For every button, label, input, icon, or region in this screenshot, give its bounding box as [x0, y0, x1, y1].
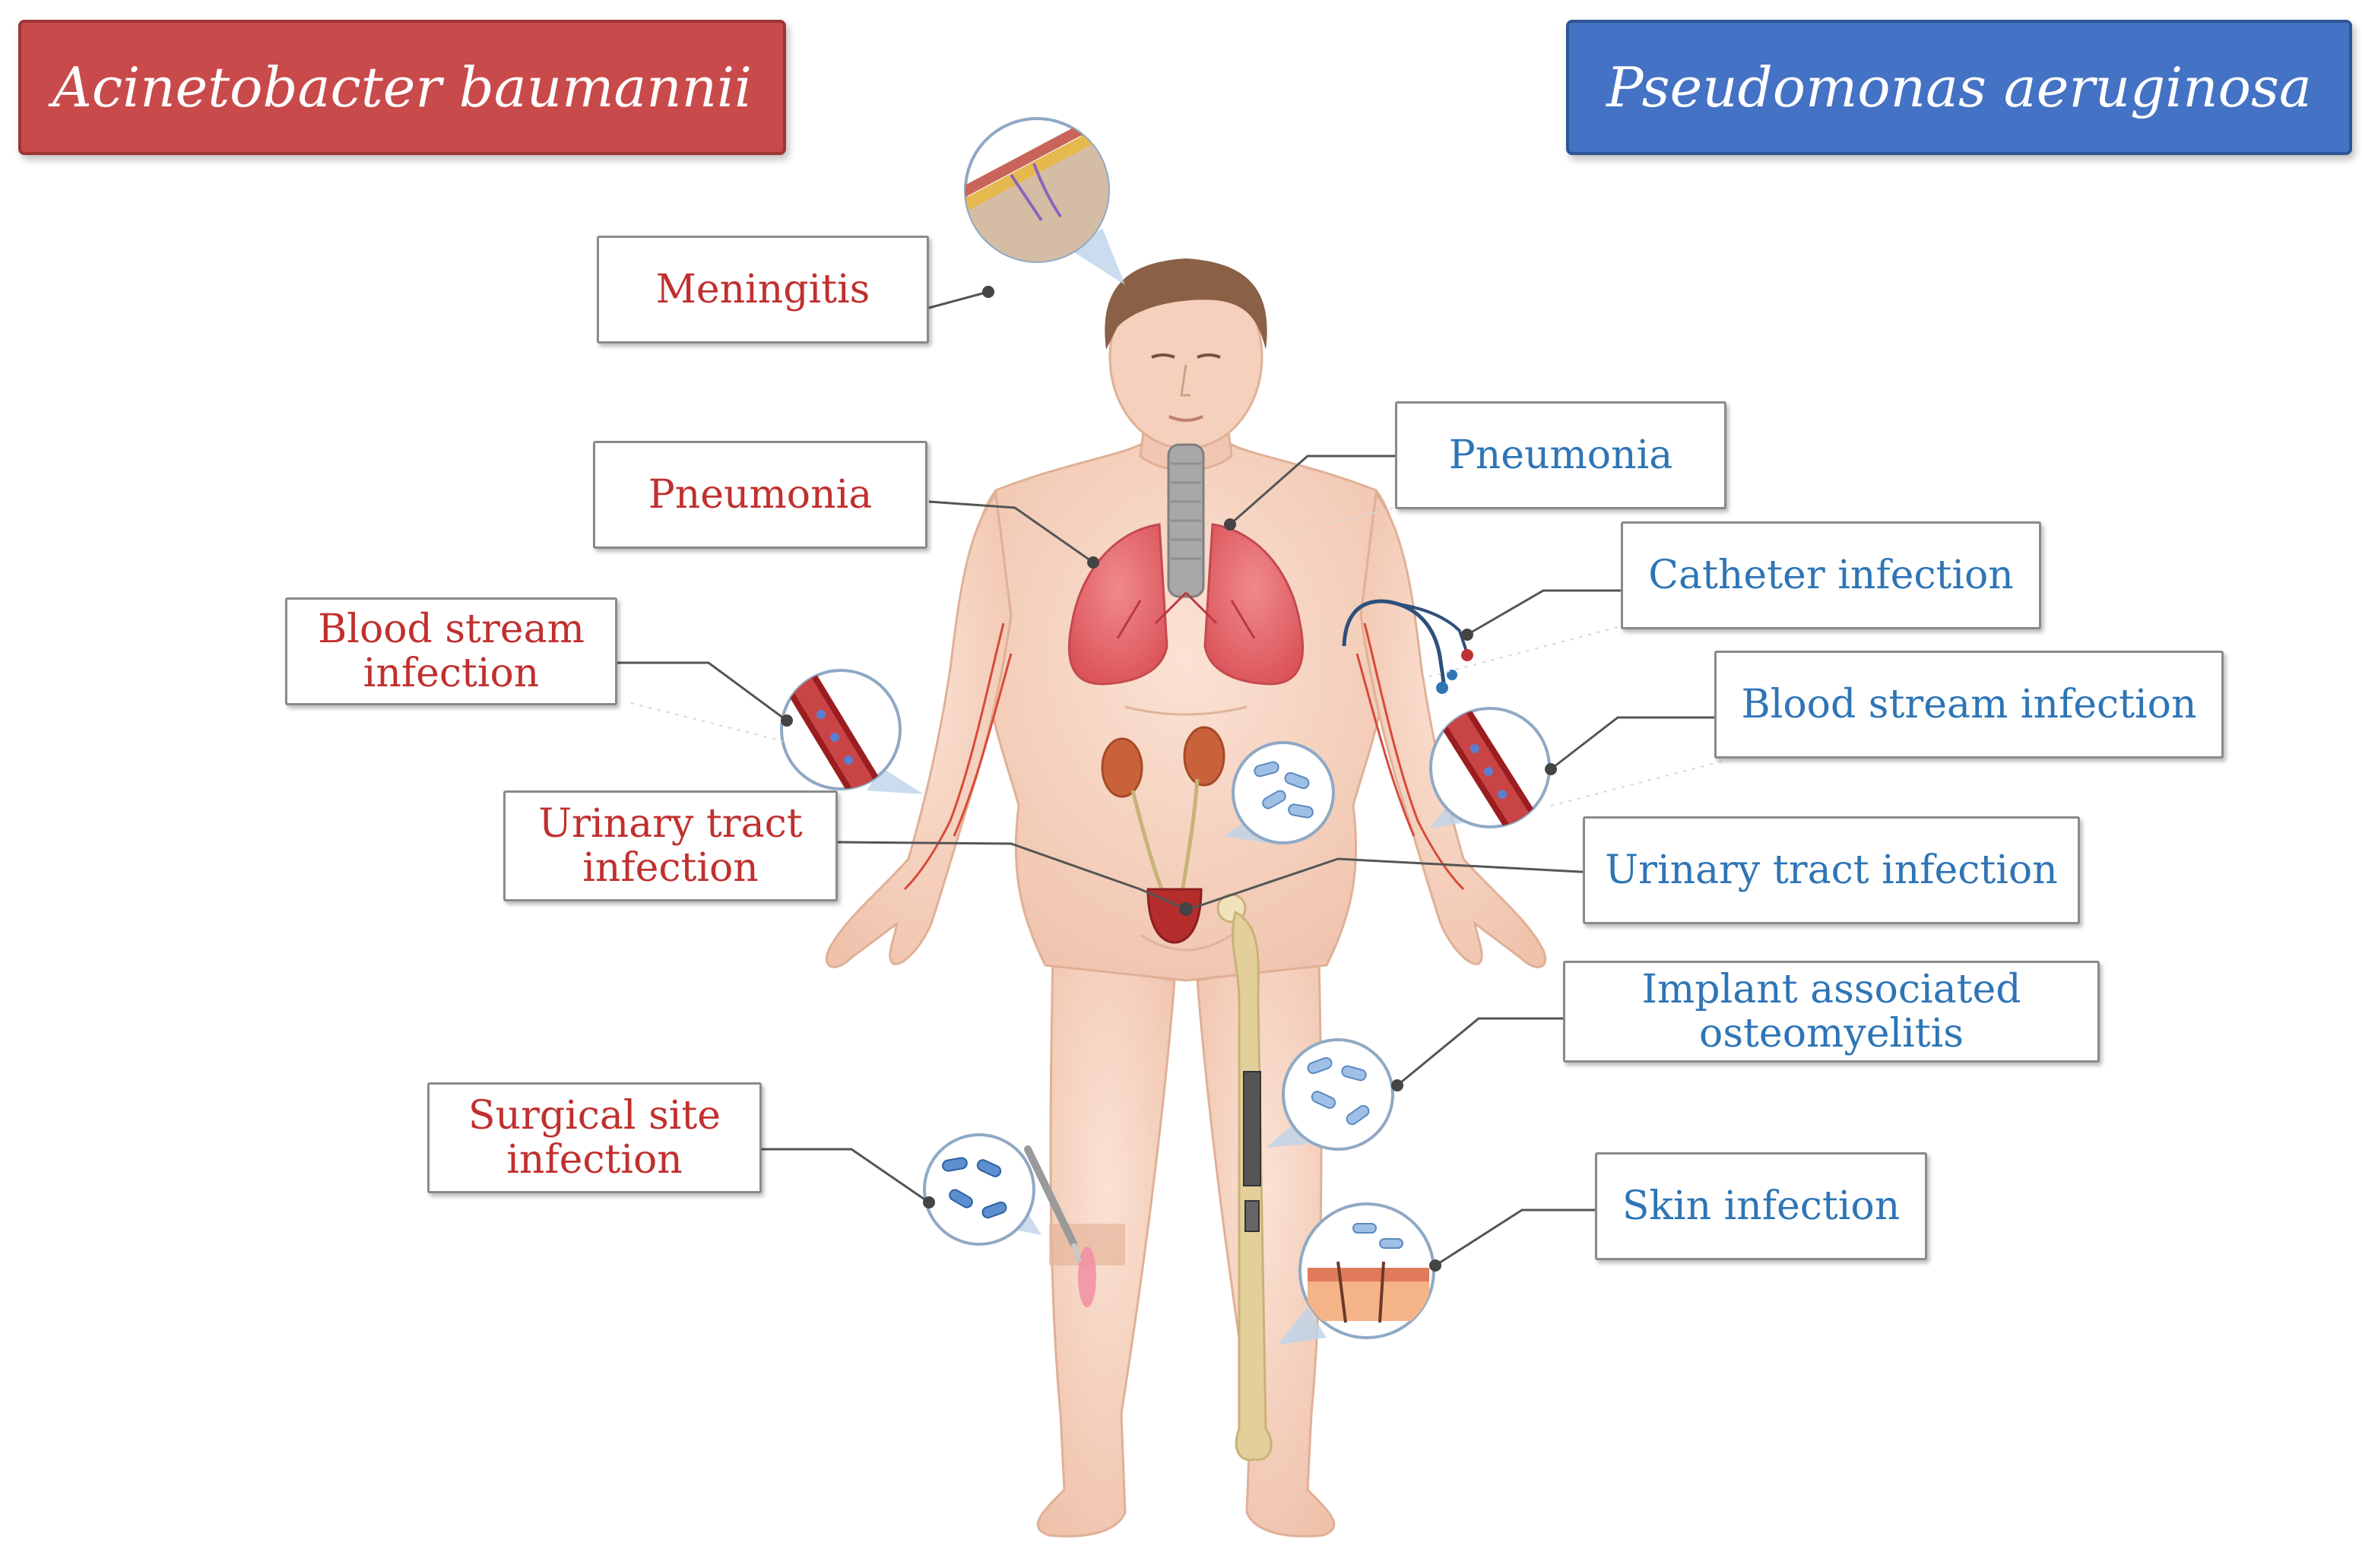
ab-meningitis-label: Meningitis: [597, 236, 929, 344]
pa-implant-osteomyelitis-label: Implant associated osteomyelitis: [1563, 961, 2100, 1063]
ab-blood-stream-line1: Blood stream: [318, 606, 585, 652]
pa-blood-stream-label: Blood stream infection: [1714, 651, 2224, 759]
ab-surgical-site-line2: infection: [506, 1137, 683, 1183]
bacteria-icon-implant: [1266, 1038, 1394, 1151]
pa-urinary-tract-text: Urinary tract infection: [1605, 847, 2058, 893]
blood-vessel-icon-left: [780, 669, 924, 794]
ab-urinary-tract-label: Urinary tract infection: [503, 790, 838, 901]
ab-meningitis-text: Meningitis: [655, 266, 870, 312]
lungs-icon: [1067, 443, 1305, 686]
pa-implant-line1: Implant associated: [1641, 966, 2021, 1012]
dotted-guides: [630, 505, 1728, 806]
pseudomonas-header: Pseudomonas aeruginosa: [1566, 20, 2352, 155]
ab-surgical-site-label: Surgical site infection: [427, 1082, 762, 1193]
ab-surgical-site-line1: Surgical site: [468, 1092, 721, 1139]
arm-vessels: [903, 622, 1465, 891]
femur-implant-icon: [1216, 893, 1273, 1462]
acinetobacter-header: Acinetobacter baumannii: [18, 20, 786, 155]
ab-blood-stream-line2: infection: [363, 651, 540, 696]
pa-blood-stream-text: Blood stream infection: [1741, 681, 2197, 727]
pa-urinary-tract-label: Urinary tract infection: [1583, 816, 2080, 924]
pa-catheter-text: Catheter infection: [1648, 552, 2014, 598]
scalpel-icon: [1024, 1145, 1082, 1262]
meningitis-bubble: [964, 117, 1125, 285]
ab-urinary-tract-line2: infection: [582, 845, 759, 891]
ab-pneumonia-label: Pneumonia: [593, 441, 927, 549]
skin-layers-icon: [1308, 1223, 1429, 1323]
bacteria-icon-kidney: [1224, 741, 1335, 844]
connector-dots: [781, 286, 1557, 1272]
pa-catheter-label: Catheter infection: [1621, 521, 2041, 629]
pa-skin-infection-text: Skin infection: [1622, 1183, 1901, 1229]
blood-vessel-icon-right: [1429, 707, 1551, 828]
kidney-icon: [1101, 726, 1225, 894]
catheter-icon: [1342, 599, 1473, 694]
ab-pneumonia-text: Pneumonia: [648, 471, 873, 518]
connector-lines: [617, 290, 1727, 1267]
bacteria-icon-surgical: [923, 1133, 1041, 1246]
human-body: [825, 258, 1547, 1538]
ab-urinary-tract-line1: Urinary tract: [538, 800, 803, 847]
pa-implant-line2: osteomyelitis: [1699, 1011, 1964, 1056]
surgical-site: [1049, 1224, 1125, 1307]
pa-skin-infection-label: Skin infection: [1595, 1152, 1927, 1260]
skin-layers-bubble: [1277, 1202, 1435, 1345]
pa-pneumonia-label: Pneumonia: [1395, 401, 1726, 509]
pa-pneumonia-text: Pneumonia: [1448, 432, 1673, 478]
ab-blood-stream-label: Blood stream infection: [285, 597, 617, 705]
